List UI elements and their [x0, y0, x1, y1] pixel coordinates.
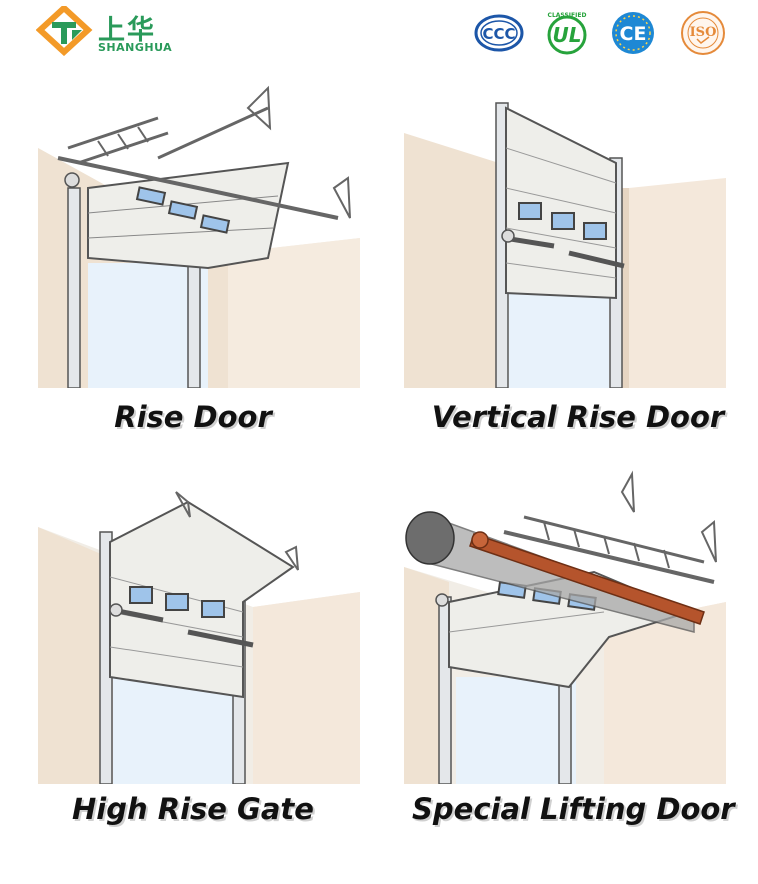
ccc-label: CCC — [482, 25, 515, 43]
vertical-rise-door-icon — [404, 68, 726, 388]
ce-label: CE — [620, 23, 647, 45]
iso-mark-icon: ISO — [681, 11, 725, 55]
certification-marks: CCC CLASSIFIED UL CE ISO — [474, 10, 734, 56]
caption-special-lifting-door: Special Lifting Door — [412, 792, 735, 826]
caption-rise-door: Rise Door — [114, 400, 272, 434]
rise-door-icon — [38, 68, 360, 388]
product-special-lifting-door[interactable] — [404, 462, 726, 784]
brand-name-chinese: 上华 — [98, 15, 156, 46]
ccc-mark-icon: CCC — [474, 14, 524, 52]
iso-label: ISO — [690, 25, 717, 40]
caption-high-rise-gate: High Rise Gate — [72, 792, 314, 826]
product-vertical-rise-door[interactable] — [404, 68, 726, 388]
ul-label: UL — [553, 23, 582, 47]
ul-mark-icon: CLASSIFIED UL — [547, 12, 587, 55]
high-rise-gate-icon — [38, 462, 360, 784]
brand-name-english: SHANGHUA — [98, 41, 173, 54]
product-high-rise-gate[interactable] — [38, 462, 360, 784]
special-lifting-door-icon — [404, 462, 726, 784]
ce-mark-icon: CE — [612, 12, 654, 54]
product-rise-door[interactable] — [38, 68, 360, 388]
ul-classified-label: CLASSIFIED — [548, 12, 587, 19]
shanghua-logo-icon — [36, 6, 93, 56]
brand-logo: 上华 SHANGHUA — [36, 6, 186, 56]
caption-vertical-rise-door: Vertical Rise Door — [431, 400, 725, 434]
